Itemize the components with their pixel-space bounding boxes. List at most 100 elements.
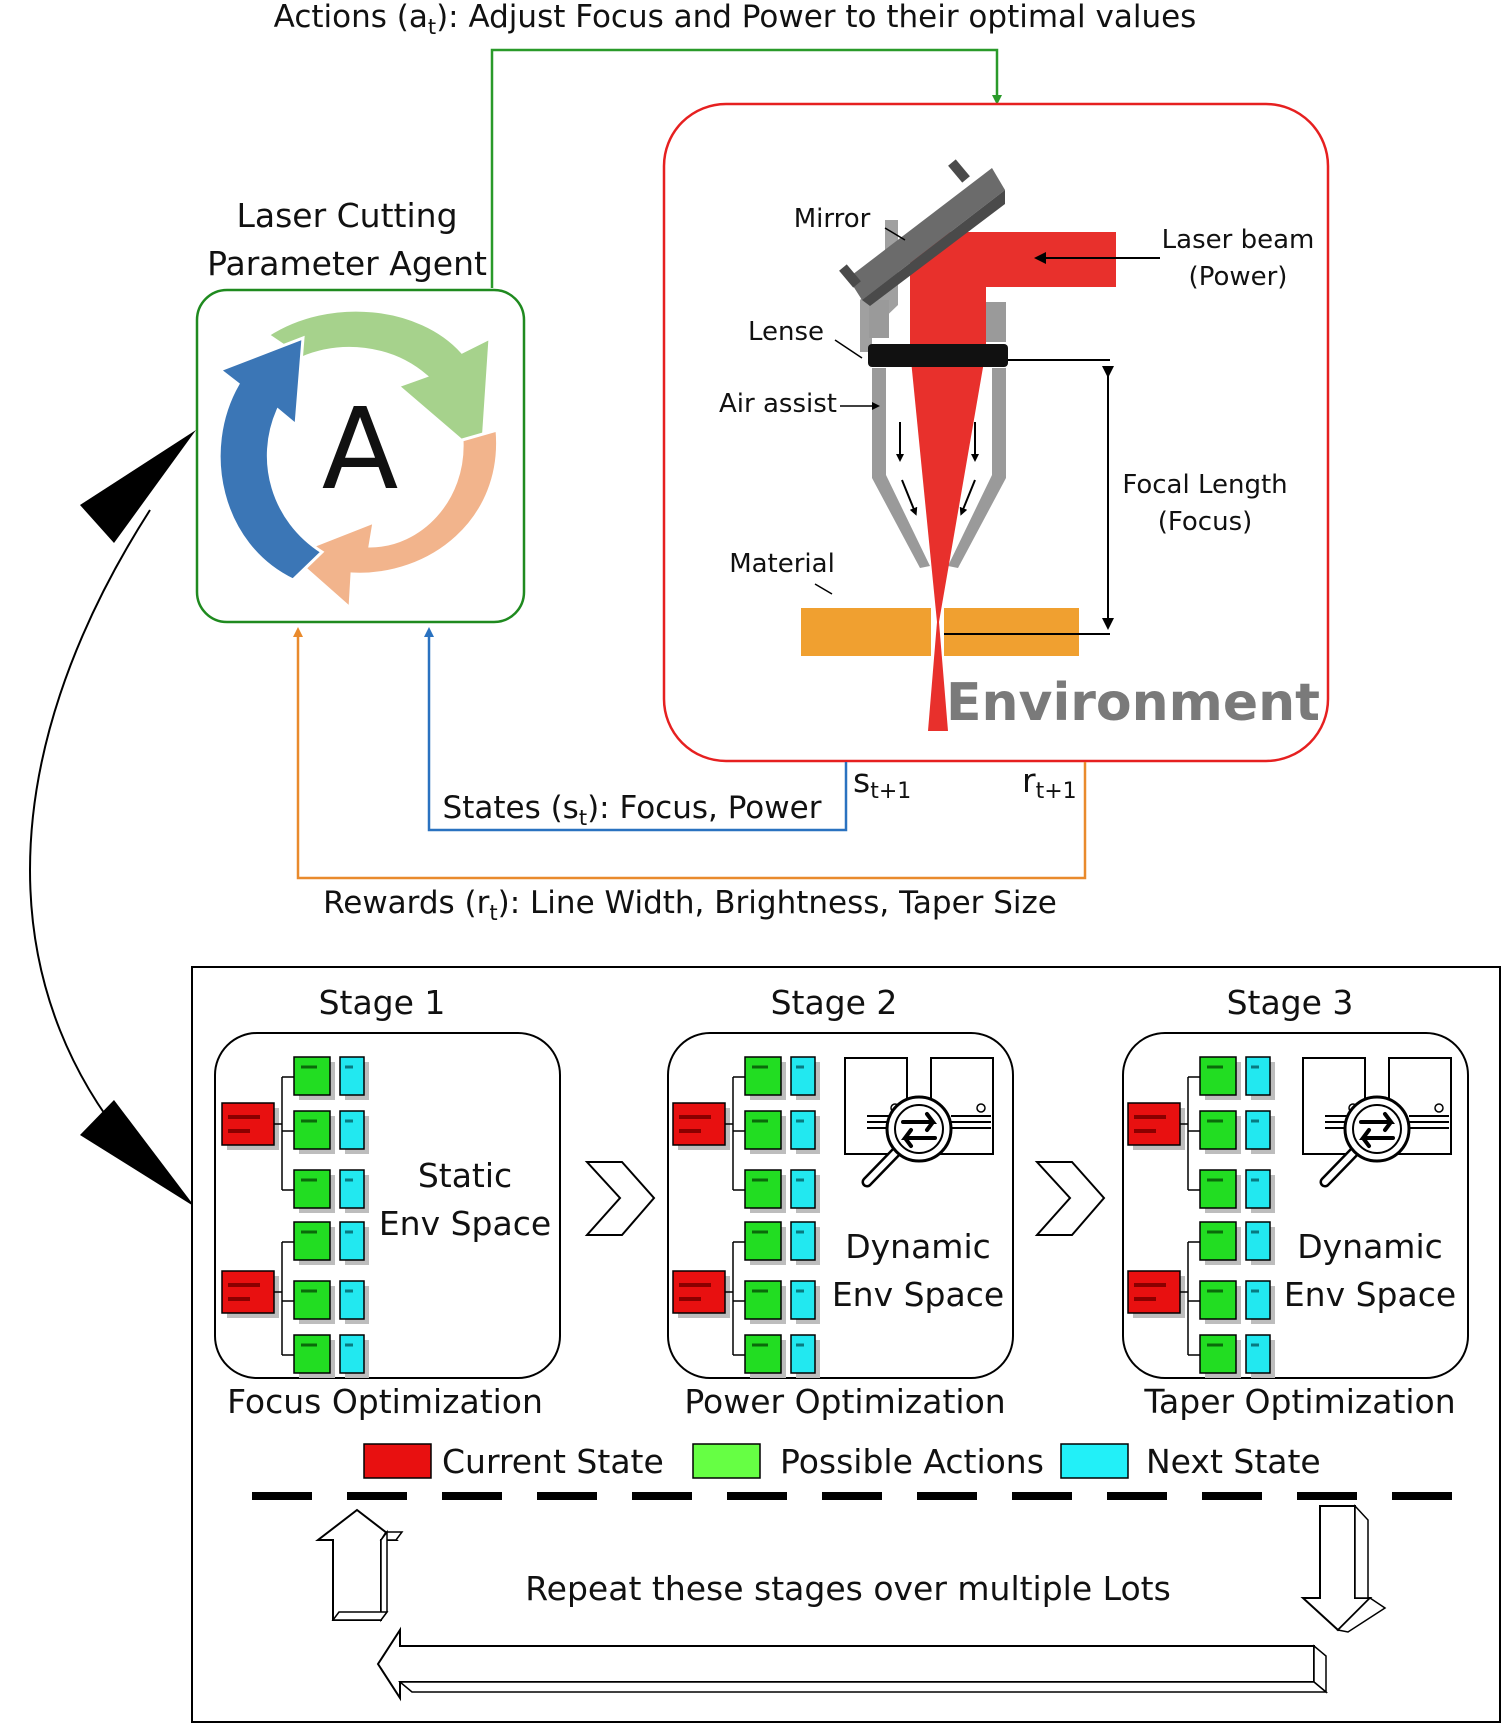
stage-1-space-line2: Env Space bbox=[379, 1204, 551, 1243]
nozzle-cone-right bbox=[948, 368, 1006, 568]
material-leader bbox=[814, 583, 833, 595]
possible-action-node bbox=[1199, 1110, 1241, 1154]
focal-length-label-line2: (Focus) bbox=[1158, 507, 1253, 537]
possible-action-node bbox=[293, 1169, 335, 1213]
rewards-connector bbox=[293, 627, 1087, 880]
material-left bbox=[801, 608, 931, 656]
laser-cone-diverge bbox=[928, 622, 948, 731]
possible-action-node bbox=[744, 1280, 786, 1324]
next-state-node bbox=[339, 1334, 369, 1378]
legend-actions-label: Possible Actions bbox=[780, 1442, 1044, 1481]
cycle-arrow-orange-icon bbox=[287, 428, 500, 612]
mirror-label: Mirror bbox=[794, 204, 871, 234]
stage-1-space-line1: Static bbox=[418, 1156, 512, 1195]
material-right bbox=[944, 608, 1079, 656]
stage-1-to-2-chevron bbox=[584, 1161, 656, 1236]
stage-3-dynamic-env-icon bbox=[1302, 1057, 1452, 1188]
repeat-label: Repeat these stages over multiple Lots bbox=[525, 1569, 1171, 1608]
stage-3-caption: Taper Optimization bbox=[1143, 1382, 1455, 1421]
lens-icon bbox=[868, 344, 1008, 367]
legend-next-swatch bbox=[1060, 1443, 1129, 1479]
nozzle-tube-left bbox=[869, 300, 889, 338]
possible-action-node bbox=[293, 1056, 335, 1100]
next-state-node bbox=[1245, 1280, 1275, 1324]
r-next-label: rt+1 bbox=[1022, 761, 1077, 804]
current-state-node bbox=[672, 1270, 730, 1318]
agent-cycle-icon: A bbox=[216, 308, 500, 612]
next-state-node bbox=[790, 1280, 820, 1324]
next-state-node bbox=[1245, 1334, 1275, 1378]
nozzle-tube-right bbox=[984, 302, 1006, 342]
repeat-down-arrow-icon bbox=[1300, 1504, 1387, 1633]
cycle-arrow-green-icon bbox=[265, 308, 492, 462]
current-state-node bbox=[221, 1102, 279, 1150]
possible-action-node bbox=[1199, 1221, 1241, 1265]
states-connector bbox=[424, 627, 848, 832]
stage-2-space-line1: Dynamic bbox=[845, 1227, 991, 1266]
legend-next-label: Next State bbox=[1146, 1442, 1321, 1481]
next-state-node bbox=[790, 1169, 820, 1213]
possible-action-node bbox=[1199, 1169, 1241, 1213]
stage-2-to-3-chevron bbox=[1034, 1161, 1106, 1236]
agent-link-arrowhead bbox=[80, 430, 196, 543]
possible-action-node bbox=[293, 1280, 335, 1324]
stages-link-arrowhead bbox=[80, 1100, 195, 1207]
focal-length-label-line1: Focal Length bbox=[1122, 470, 1287, 500]
possible-action-node bbox=[1199, 1280, 1241, 1324]
stage-2-state-tree bbox=[672, 1056, 820, 1378]
laser-cone-focus bbox=[910, 350, 986, 622]
laser-beam-vertical bbox=[910, 258, 986, 350]
possible-action-node bbox=[744, 1169, 786, 1213]
lense-leader bbox=[834, 339, 863, 359]
current-state-node bbox=[672, 1102, 730, 1150]
stage-1-title: Stage 1 bbox=[319, 983, 446, 1022]
actions-label: Actions (at): Adjust Focus and Power to … bbox=[274, 0, 1197, 39]
possible-action-node bbox=[1199, 1056, 1241, 1100]
states-label: States (st): Focus, Power bbox=[443, 790, 822, 830]
next-state-node bbox=[1245, 1056, 1275, 1100]
material-label: Material bbox=[729, 549, 835, 579]
possible-action-node bbox=[744, 1056, 786, 1100]
next-state-node bbox=[790, 1221, 820, 1265]
current-state-node bbox=[221, 1270, 279, 1318]
nozzle-cone-left bbox=[872, 368, 930, 568]
stage-3-space-line1: Dynamic bbox=[1297, 1227, 1443, 1266]
environment-title: Environment bbox=[946, 673, 1320, 733]
possible-action-node bbox=[293, 1110, 335, 1154]
current-state-node bbox=[1127, 1270, 1185, 1318]
possible-action-node bbox=[293, 1334, 335, 1378]
air-assist-label: Air assist bbox=[719, 389, 837, 419]
mirror-icon bbox=[839, 159, 1005, 306]
s-next-label: st+1 bbox=[853, 761, 911, 804]
laser-head bbox=[801, 159, 1160, 731]
stage-2-title: Stage 2 bbox=[771, 983, 898, 1022]
stage-2-caption: Power Optimization bbox=[684, 1382, 1005, 1421]
agent-title-line1: Laser Cutting bbox=[236, 196, 457, 235]
stage-3-space-line2: Env Space bbox=[1284, 1275, 1456, 1314]
next-state-node bbox=[339, 1110, 369, 1154]
possible-action-node bbox=[744, 1110, 786, 1154]
next-state-node bbox=[790, 1056, 820, 1100]
next-state-node bbox=[790, 1334, 820, 1378]
possible-action-node bbox=[744, 1221, 786, 1265]
legend-actions-swatch bbox=[692, 1443, 761, 1479]
repeat-up-arrow-icon bbox=[315, 1508, 404, 1623]
agent-letter: A bbox=[322, 385, 399, 515]
cycle-arrow-blue-icon bbox=[216, 335, 325, 582]
next-state-node bbox=[1245, 1221, 1275, 1265]
legend-current-label: Current State bbox=[442, 1442, 664, 1481]
next-state-node bbox=[790, 1110, 820, 1154]
lense-label: Lense bbox=[748, 317, 824, 347]
repeat-left-arrow-icon bbox=[376, 1626, 1329, 1702]
laser-beam-label-line2: (Power) bbox=[1189, 262, 1288, 292]
possible-action-node bbox=[293, 1221, 335, 1265]
air-flow-arrow-2 bbox=[901, 479, 918, 516]
agent-title-line2: Parameter Agent bbox=[207, 244, 487, 283]
next-state-node bbox=[339, 1169, 369, 1213]
air-flow-arrow-4 bbox=[959, 479, 976, 516]
current-state-node bbox=[1127, 1102, 1185, 1150]
legend-current-swatch bbox=[363, 1443, 432, 1479]
next-state-node bbox=[339, 1056, 369, 1100]
next-state-node bbox=[1245, 1169, 1275, 1213]
